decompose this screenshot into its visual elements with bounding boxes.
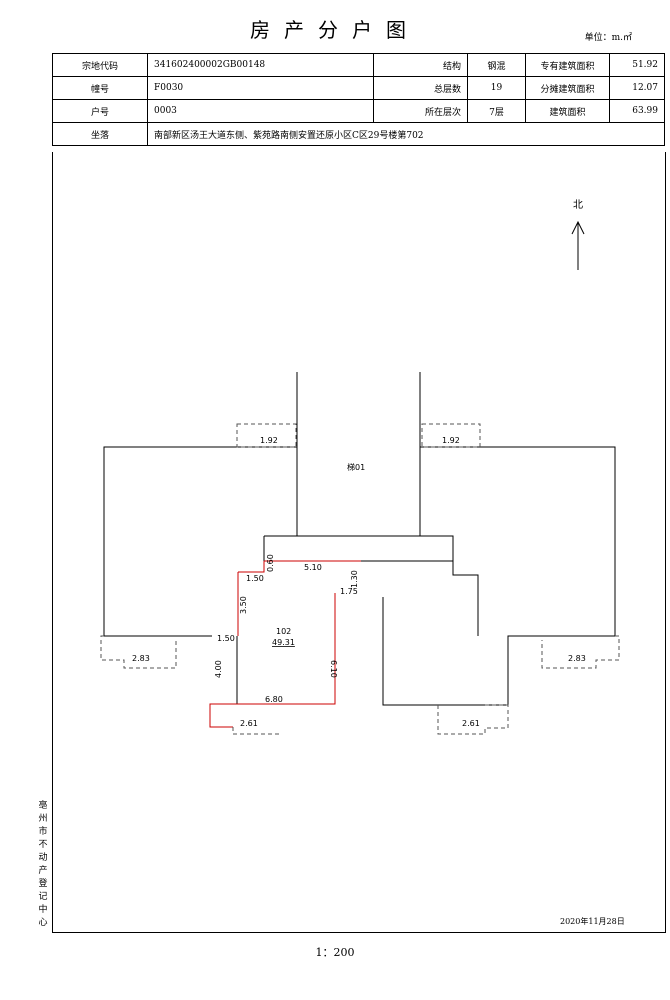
unit-area: 49.31: [272, 638, 295, 647]
property-info-table: 宗地代码 341602400002GB00148 结构 钢混 专有建筑面积 51…: [52, 53, 665, 146]
exclusive-area-value: 51.92: [609, 53, 665, 77]
building-no-value: F0030: [147, 76, 374, 100]
dim-top-left-balcony: 1.92: [260, 436, 278, 445]
location-value: 南部新区汤王大道东侧、紫苑路南侧安置还原小区C区29号楼第702: [147, 122, 665, 146]
north-arrow-icon: [571, 220, 585, 270]
survey-date: 2020年11月28日: [560, 917, 625, 926]
dim-bottom-left-balcony: 2.61: [240, 719, 258, 728]
floor-label: 所在层次: [373, 99, 468, 123]
table-row: 坐落 南部新区汤王大道东侧、紫苑路南侧安置还原小区C区29号楼第702: [52, 122, 665, 146]
registration-office-label: 亳州市不动产登记中心: [38, 801, 48, 928]
dim-400: 4.00: [214, 660, 223, 678]
table-row: 幢号 F0030 总层数 19 分摊建筑面积 12.07: [52, 76, 665, 100]
north-label: 北: [573, 199, 583, 211]
dim-680: 6.80: [265, 695, 283, 704]
building-area-label: 建筑面积: [525, 99, 610, 123]
dim-130: 1.30: [350, 570, 359, 588]
floor-value: 7层: [467, 99, 526, 123]
parcel-code-value: 341602400002GB00148: [147, 53, 374, 77]
dim-150a: 1.50: [246, 574, 264, 583]
dim-150b: 1.50: [217, 634, 235, 643]
drawing-scale: 1：200: [315, 946, 355, 959]
building-outline: [103, 372, 616, 706]
dim-510: 5.10: [304, 563, 322, 572]
unit-label: 单位：m.㎡: [584, 33, 632, 43]
unit-number: 102: [276, 627, 291, 636]
dim-060: 0.60: [266, 554, 275, 572]
floor-plan-panel: [52, 152, 666, 933]
dim-bottom-right-balcony: 2.61: [462, 719, 480, 728]
total-floors-label: 总层数: [373, 76, 468, 100]
page-title: 房产分户图: [250, 18, 420, 42]
dim-175: 1.75: [340, 587, 358, 596]
dim-610: 6.10: [329, 660, 338, 678]
dim-350: 3.50: [239, 596, 248, 614]
dim-top-right-balcony: 1.92: [442, 436, 460, 445]
unit-boundary-highlight: [209, 560, 361, 728]
balcony-outlines: [100, 423, 620, 735]
dim-right-balcony: 2.83: [568, 654, 586, 663]
location-label: 坐落: [52, 122, 148, 146]
dim-left-balcony: 2.83: [132, 654, 150, 663]
stair-room-label: 梯01: [347, 462, 365, 472]
